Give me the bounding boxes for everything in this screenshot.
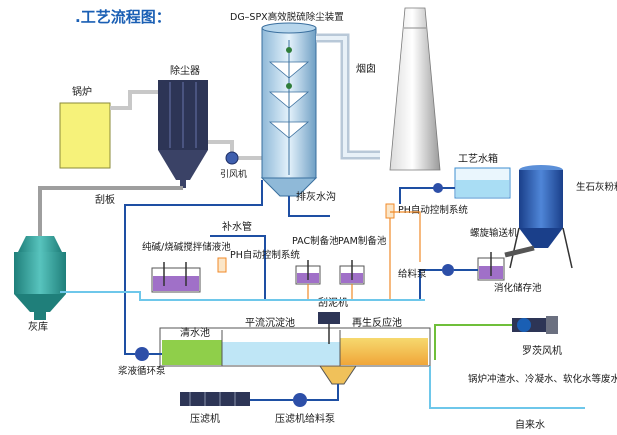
lime-silo-label-1: 生石灰粉料仓 bbox=[576, 181, 617, 193]
lime-silo bbox=[509, 165, 573, 269]
circulation-pump bbox=[135, 347, 149, 361]
overflow-water-line bbox=[60, 291, 425, 301]
process-water-pump bbox=[433, 183, 443, 193]
induced-fan bbox=[225, 151, 239, 165]
screw-conveyor-label: 螺旋输送机 bbox=[470, 227, 518, 239]
tap-water-label: 自来水 bbox=[515, 418, 545, 431]
pam-label: PAM制备池 bbox=[338, 235, 387, 247]
makeup-pipe-label: 补水管 bbox=[222, 220, 252, 233]
alkali-tank-label: 纯碱/烧碱搅拌储液池 bbox=[142, 241, 231, 253]
scraper-label: 刮板 bbox=[95, 193, 115, 206]
chimney-label: 烟囱 bbox=[356, 62, 376, 75]
circulation-line bbox=[124, 180, 263, 355]
feed-pump-label: 给料泵 bbox=[398, 268, 427, 280]
chimney bbox=[389, 7, 441, 171]
flue-duct-1 bbox=[110, 90, 158, 110]
induced-fan-label: 引风机 bbox=[220, 168, 247, 180]
feed-pump bbox=[442, 264, 454, 276]
pac-label: PAC制备池 bbox=[292, 235, 339, 247]
mud-scraper bbox=[318, 312, 340, 344]
waste-water-line bbox=[429, 366, 585, 409]
dosing-line bbox=[307, 284, 353, 300]
pac-tank bbox=[295, 260, 321, 285]
ash-trench-label: 排灰水沟 bbox=[296, 190, 336, 203]
sed-tank-label: 平流沉淀池 bbox=[245, 316, 295, 329]
pam-tank bbox=[339, 260, 365, 285]
makeup-pipe bbox=[210, 235, 266, 300]
boiler bbox=[59, 102, 111, 169]
scraper-conveyor bbox=[38, 186, 183, 236]
process-water-tank-label: 工艺水箱 bbox=[458, 152, 498, 165]
waste-water-label: 锅炉冲渣水、冷凝水、软化水等废水 bbox=[468, 373, 617, 385]
device-title: DG–SPX高效脱硫除尘装置 bbox=[230, 11, 344, 23]
press-line bbox=[250, 384, 339, 401]
dust-collector bbox=[158, 80, 208, 188]
ph-signal-top bbox=[389, 211, 421, 300]
air-line bbox=[434, 324, 512, 360]
mud-scraper-label: 刮泥机 bbox=[318, 296, 348, 309]
ash-store-label: 灰库 bbox=[28, 320, 48, 333]
dust-collector-label: 除尘器 bbox=[170, 64, 200, 77]
boiler-label: 锅炉 bbox=[72, 86, 92, 98]
ph-auto-left-label: PH自动控制系统 bbox=[230, 249, 300, 261]
flue-duct-2 bbox=[208, 140, 262, 160]
ph-sensor-left bbox=[217, 257, 227, 273]
press-pump bbox=[293, 393, 307, 407]
ash-trench-pipe bbox=[288, 196, 330, 217]
slaking-tank-label: 消化储存池 bbox=[494, 282, 542, 294]
ash-store bbox=[14, 236, 66, 320]
screw-conveyor bbox=[504, 245, 535, 258]
regen-tank-label: 再生反应池 bbox=[352, 316, 402, 329]
ph-auto-top-label: PH自动控制系统 bbox=[398, 204, 468, 216]
diagram-title: .工艺流程图： bbox=[75, 8, 171, 26]
feed-pump-line bbox=[419, 269, 478, 300]
circ-pump-label: 浆液循环泵 bbox=[118, 365, 166, 377]
alkali-tank bbox=[151, 262, 201, 293]
filter-press-label: 压滤机 bbox=[190, 412, 220, 425]
filter-press bbox=[180, 392, 250, 406]
process-water-line bbox=[399, 187, 455, 204]
roots-fan bbox=[512, 316, 558, 334]
clean-gas-duct-inner bbox=[316, 36, 380, 157]
clear-pool-label: 清水池 bbox=[180, 326, 210, 339]
water-treatment-pools bbox=[159, 327, 431, 385]
press-pump-label: 压滤机给料泵 bbox=[275, 412, 335, 425]
ph-sensor-top bbox=[385, 203, 395, 219]
slaking-tank bbox=[477, 252, 505, 281]
clean-gas-duct bbox=[316, 33, 380, 160]
process-water-tank bbox=[454, 167, 511, 199]
desulfurization-tower bbox=[260, 22, 318, 197]
roots-fan-label: 罗茨风机 bbox=[522, 344, 562, 357]
